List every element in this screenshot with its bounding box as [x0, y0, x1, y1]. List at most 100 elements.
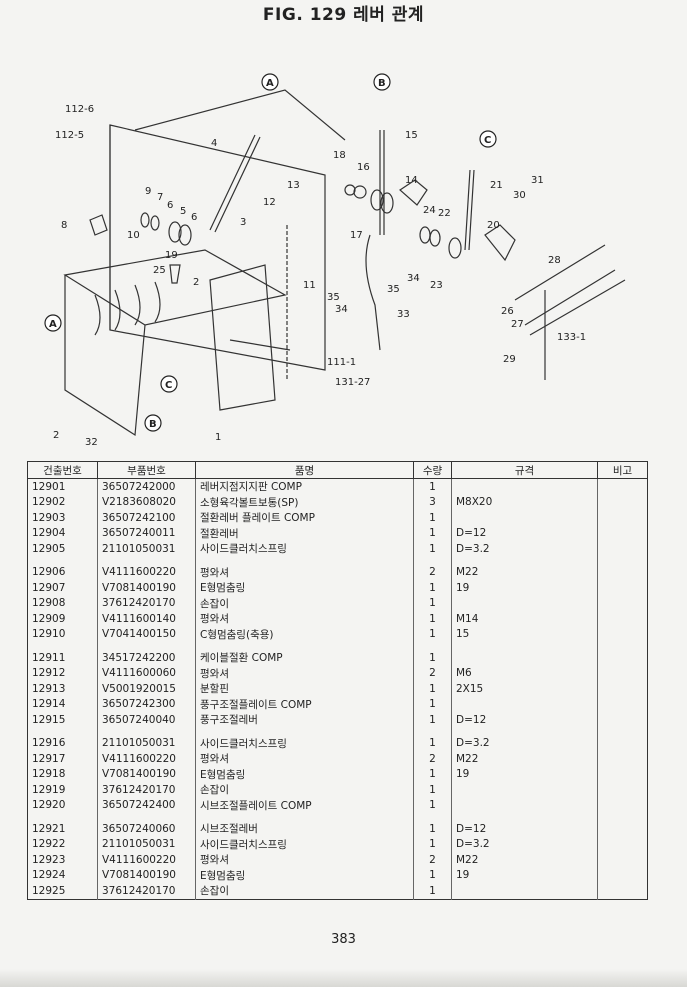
cell-part-no: V5001920015: [97, 681, 196, 697]
cell-spec: M22: [451, 852, 598, 868]
cell-remarks: [597, 821, 648, 837]
cell-ref-no: 12912: [32, 667, 66, 680]
diagram-label: 16: [357, 162, 370, 173]
cell-remarks: [597, 712, 648, 728]
cell-ref-no: 12917: [32, 752, 66, 765]
cell-name: 소형육각볼트보통(SP): [195, 494, 414, 510]
cell-part-no: V4111600220: [97, 564, 196, 580]
cell-qty: 1: [413, 478, 452, 495]
diagram-label: 35: [327, 292, 340, 303]
cell-part-no: 34517242200: [97, 650, 196, 666]
cell-ref-no: 12902: [32, 496, 66, 509]
cell-ref-no: 12916: [32, 737, 66, 750]
cell-part-no: [97, 642, 196, 650]
col-header-qty: 수량: [413, 461, 452, 479]
diagram-label: 32: [85, 437, 98, 448]
cell-name: 사이드클러치스프링: [195, 735, 414, 751]
diagram-label: 111-1: [327, 357, 356, 368]
cell-qty: 1: [413, 712, 452, 728]
cell-remarks: [597, 642, 648, 650]
cell-part-no: [97, 813, 196, 821]
cell-remarks: [597, 595, 648, 611]
page-title: FIG. 129 레버 관계: [262, 5, 425, 25]
cell-ref-no: 12925: [32, 884, 66, 897]
cell-ref-no: [28, 728, 98, 736]
diagram-label: 30: [513, 190, 526, 201]
cell-ref-no: [28, 642, 98, 650]
diagram-label: 6: [191, 212, 197, 223]
cell-part-no: 36507242300: [97, 696, 196, 712]
cell-part-no: V4111600060: [97, 665, 196, 681]
cell-qty: 1: [413, 626, 452, 642]
cell-qty: 1: [413, 836, 452, 852]
callout-a: A: [266, 78, 274, 89]
cell-name: 평와셔: [195, 665, 414, 681]
cell-qty: 1: [413, 650, 452, 666]
diagram-label: 15: [405, 130, 418, 141]
cell-ref-no: [28, 813, 98, 821]
cell-name: 손잡이: [195, 595, 414, 611]
cell-ref-no: 12904: [32, 527, 66, 540]
diagram-label: 133-1: [557, 332, 586, 343]
cell-ref-no: 12909: [32, 612, 66, 625]
cell-spec: [451, 782, 598, 798]
cell-spec: 15: [451, 626, 598, 642]
cell-ref-no: 12908: [32, 597, 66, 610]
cell-qty: [413, 556, 452, 565]
diagram-label: 27: [511, 319, 524, 330]
cell-part-no: V7081400190: [97, 867, 196, 883]
cell-remarks: [597, 766, 648, 782]
cell-spec: D=3.2: [451, 836, 598, 852]
diagram-label: 13: [287, 180, 300, 191]
cell-name: 손잡이: [195, 782, 414, 798]
cell-qty: 1: [413, 696, 452, 712]
cell-part-no: 36507240040: [97, 712, 196, 728]
cell-spec: [451, 478, 598, 495]
diagram-label: 28: [548, 255, 561, 266]
cell-spec: D=3.2: [451, 735, 598, 751]
diagram-label: 23: [430, 280, 443, 291]
page-number: 383: [331, 932, 356, 947]
diagram-label: 3: [240, 217, 246, 228]
cell-part-no: 36507240011: [97, 525, 196, 541]
callout-b: B: [378, 78, 386, 89]
diagram-label: 11: [303, 280, 316, 291]
cell-name: 사이드클러치스프링: [195, 541, 414, 557]
cell-spec: M14: [451, 611, 598, 627]
cell-part-no: V2183608020: [97, 494, 196, 510]
cell-qty: 2: [413, 564, 452, 580]
cell-spec: [451, 642, 598, 650]
cell-spec: 19: [451, 580, 598, 596]
cell-spec: [451, 556, 598, 565]
callout-a-lower: A: [49, 319, 57, 330]
cell-remarks: [597, 797, 648, 813]
cell-spec: D=12: [451, 712, 598, 728]
cell-name: 절환레버 플레이트 COMP: [195, 510, 414, 526]
cell-spec: 19: [451, 766, 598, 782]
cell-ref-no: 12923: [32, 853, 66, 866]
diagram-label: 26: [501, 306, 514, 317]
cell-spec: [451, 727, 598, 736]
cell-spec: D=3.2: [451, 541, 598, 557]
cell-ref-no: 12914: [32, 698, 66, 711]
col-header-spec: 규격: [451, 461, 598, 479]
col-header-part-no: 부품번호: [97, 461, 196, 479]
diagram-label: 1: [215, 432, 221, 443]
cell-remarks: [597, 867, 648, 883]
cell-qty: 1: [413, 541, 452, 557]
cell-spec: [451, 813, 598, 821]
cell-ref-no: 12920: [32, 799, 66, 812]
diagram-label: 112-6: [65, 104, 94, 115]
